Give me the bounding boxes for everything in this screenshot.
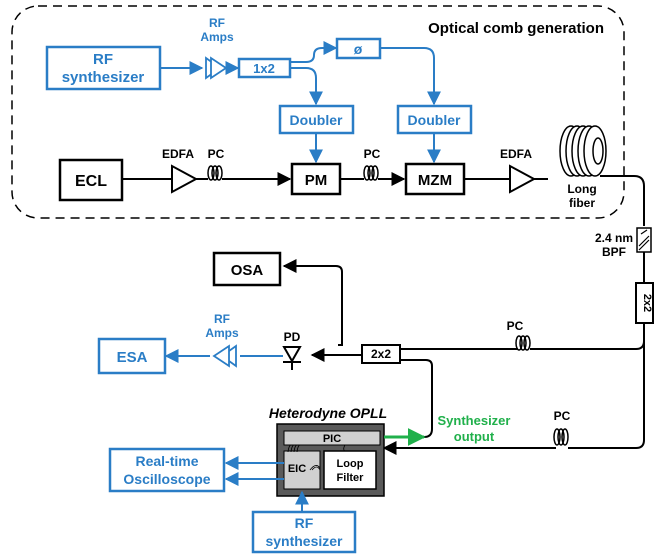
scope-label-line1: Real-time [135,453,198,469]
pc-1-icon [207,165,223,181]
doubler-2-label: Doubler [408,112,461,128]
fiber-2x2h-to-osa [282,259,343,346]
real-time-oscilloscope [108,447,226,493]
coupler-2x2-vertical-label: 2x2 [641,294,653,312]
eic-chip [283,450,321,490]
pic-chip [283,430,381,446]
osa-instrument [212,251,282,287]
edfa-1-label: EDFA [162,147,194,161]
rf-amp-bottom-icon [212,344,237,368]
pd-label: PD [284,330,301,344]
fiber-spool-icon [559,125,607,177]
mzm-label: MZM [418,172,452,189]
coupler-2x2-label: 2x2 [371,347,391,361]
wire-bond-icon [287,444,347,471]
wire-phase-to-doubler2 [380,47,441,106]
comb-section-boundary [11,5,625,219]
splitter-1x2 [237,57,292,79]
rf-amp-top-icon [205,56,228,80]
pc-4-icon [553,428,569,446]
pc-2-icon [363,165,379,181]
pc-1-label: PC [208,147,225,161]
rf-synthesizer-bottom-line1: RF [295,515,314,531]
scope-label-line2: Oscilloscope [123,471,210,487]
phase-shifter-label: ø [354,41,363,57]
synthesizer-output-label-line1: Synthesizer [438,413,511,428]
long-fiber-label-line1: Long [567,182,596,196]
fiber-out-to-bpf [600,175,645,226]
pc-3-label: PC [507,319,524,333]
edfa-2-icon [509,164,537,194]
wire-splitter-to-doubler1 [290,67,323,106]
fiber-2x2v-to-pic [568,323,645,449]
doubler-1-label: Doubler [290,112,343,128]
synthesizer-output-label-line2: output [454,429,495,444]
edfa-2-label: EDFA [500,147,532,161]
pic-label: PIC [323,433,341,445]
doubler-1 [278,104,355,135]
bpf-label-line1: 2.4 nm [595,231,633,245]
opll-title: Heterodyne OPLL [269,405,387,421]
loop-filter-label-line2: Filter [337,472,365,484]
rf-synthesizer-top-line1: RF [93,51,113,68]
loop-filter-label-line1: Loop [337,458,364,470]
fiber-pic-to-2x2h [384,359,433,438]
esa-label: ESA [117,349,148,366]
comb-section-title: Optical comb generation [428,20,604,37]
wire-splitter-to-phase [290,41,338,63]
ecl-laser [58,158,124,202]
phase-shifter [335,37,382,60]
edfa-1-icon [171,164,199,194]
coupler-2x2 [361,344,401,364]
rf-synthesizer-bottom [251,510,357,554]
osa-label: OSA [231,262,264,279]
rf-synthesizer-top [45,45,162,91]
pc-3-icon [515,335,531,351]
pc-4-label: PC [554,409,571,423]
rf-synthesizer-bottom-line2: synthesizer [265,533,343,549]
photodiode-icon [282,346,302,370]
loop-filter [323,450,377,490]
rf-amps-bottom-label-line2: Amps [205,326,239,340]
rf-amps-top-label-line1: RF [209,16,225,30]
rf-amps-bottom-label-line1: RF [214,312,230,326]
mzm-modulator [404,162,466,196]
esa-instrument [97,337,167,375]
ecl-label: ECL [75,173,107,190]
splitter-1x2-label: 1x2 [253,61,275,76]
doubler-2 [396,104,473,135]
rf-synthesizer-top-line2: synthesizer [62,69,145,86]
bpf-label-line2: BPF [602,245,626,259]
phase-modulator [290,162,342,196]
pm-label: PM [305,172,328,189]
bandpass-filter-icon [636,227,652,253]
long-fiber-label-line2: fiber [569,196,595,210]
pc-2-label: PC [364,147,381,161]
eic-label: EIC [288,463,306,475]
fiber-2x2v-to-2x2h [530,323,645,350]
rf-amps-top-label-line2: Amps [200,30,234,44]
